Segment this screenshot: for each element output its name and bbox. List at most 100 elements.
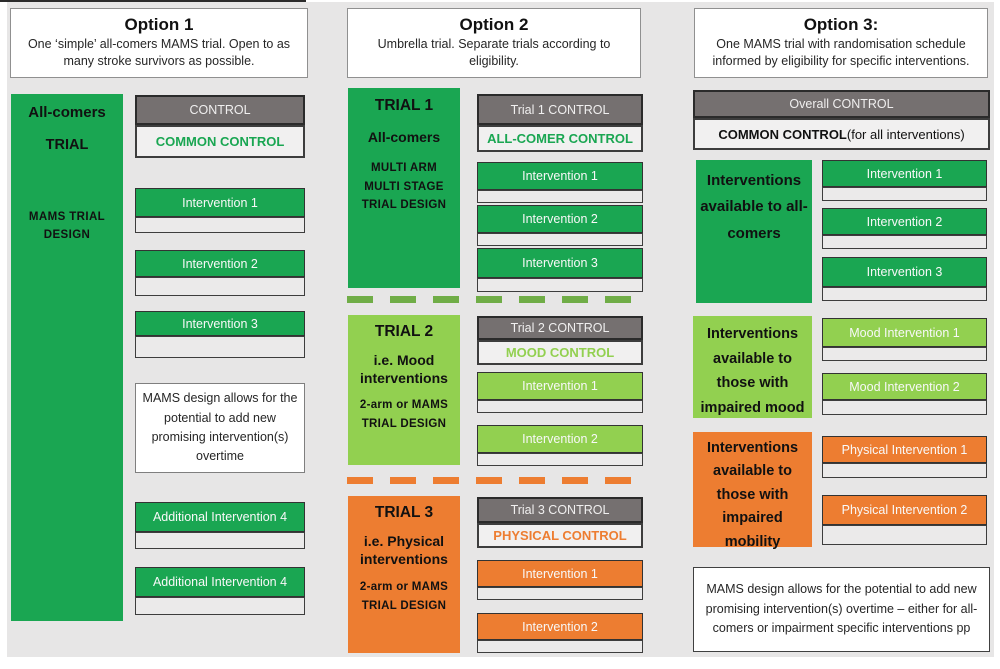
option2-trial1-intervention-3-slot	[477, 278, 643, 292]
option2-trial2-control-label: Trial 2 CONTROL	[510, 321, 610, 335]
option1-additional-intervention-2-label: Additional Intervention 4	[152, 575, 288, 589]
option2-trial2-intervention-2-slot	[477, 453, 643, 466]
option2-trial2-common-control-box: MOOD CONTROL	[477, 340, 643, 365]
option1-common-control-label: COMMON CONTROL	[155, 134, 285, 149]
option2-trial2-box: TRIAL 2 i.e. Mood interventions 2-arm or…	[348, 315, 460, 465]
option2-trial1-control-box: Trial 1 CONTROL	[477, 94, 643, 125]
option3-intervention-1-slot	[822, 187, 987, 201]
option2-trial3-control-label: Trial 3 CONTROL	[510, 503, 610, 517]
option3-title: Option 3:	[803, 15, 879, 34]
option1-intervention-1-label: Intervention 1	[182, 195, 258, 210]
option2-trial3-intervention-1: Intervention 1	[477, 560, 643, 587]
option2-trial2-intervention-1: Intervention 1	[477, 372, 643, 400]
option3-group-allcomers-label: Interventions available to all-comers	[700, 172, 808, 242]
option1-intervention-3-label: Intervention 3	[182, 316, 258, 331]
option3-physical-intervention-1: Physical Intervention 1	[822, 436, 987, 463]
option1-control-box: CONTROL	[135, 95, 305, 125]
option1-intervention-3-slot	[135, 336, 305, 358]
option2-trial1-control-label: Trial 1 CONTROL	[510, 102, 610, 117]
top-border-fragment	[0, 0, 306, 2]
option3-physical-intervention-1-label: Physical Intervention 1	[841, 442, 968, 457]
option1-intervention-2: Intervention 2	[135, 250, 305, 277]
option2-title: Option 2	[459, 15, 529, 34]
option3-intervention-2-label: Intervention 2	[866, 214, 943, 229]
divider-dashed-orange	[347, 477, 640, 484]
option1-note-text: MAMS design allows for the potential to …	[142, 391, 298, 464]
option3-mood-intervention-2-label: Mood Intervention 2	[849, 379, 960, 394]
option3-overall-control-box: Overall CONTROL	[693, 90, 990, 118]
option1-additional-intervention-1-label: Additional Intervention 4	[152, 510, 288, 524]
option3-note: MAMS design allows for the potential to …	[693, 567, 990, 652]
option3-intervention-1-label: Intervention 1	[866, 166, 943, 181]
option1-additional-intervention-2: Additional Intervention 4	[135, 567, 305, 597]
option2-trial1-design: MULTI ARM MULTI STAGE TRIAL DESIGN	[361, 162, 447, 211]
option3-common-control-rest: (for all interventions)	[846, 126, 965, 142]
option2-trial1-intervention-2-label: Intervention 2	[522, 212, 598, 226]
option2-trial1-intervention-1-label: Intervention 1	[522, 169, 598, 183]
option1-additional-intervention-1-slot	[135, 532, 305, 549]
option2-trial2-title: TRIAL 2	[374, 323, 434, 340]
option2-trial3-box: TRIAL 3 i.e. Physical interventions 2-ar…	[348, 496, 460, 653]
option1-subtitle: One ‘simple’ all-comers MAMS trial. Open…	[27, 37, 291, 69]
option1-intervention-1-slot	[135, 217, 305, 233]
option3-mood-intervention-2: Mood Intervention 2	[822, 373, 987, 400]
option1-intervention-2-label: Intervention 2	[182, 256, 258, 271]
option2-trial2-intervention-1-slot	[477, 400, 643, 413]
option1-group-line1: All-comers	[28, 104, 106, 121]
option2-trial3-common-control-box: PHYSICAL CONTROL	[477, 523, 643, 548]
option2-trial3-control-box: Trial 3 CONTROL	[477, 497, 643, 523]
option3-group-mood-label: Interventions available to those with im…	[700, 326, 805, 416]
option3-intervention-3-slot	[822, 287, 987, 301]
option3-group-allcomers: Interventions available to all-comers	[696, 160, 812, 303]
option2-trial1-intervention-3-label: Intervention 3	[522, 256, 598, 270]
option1-intervention-1: Intervention 1	[135, 188, 305, 217]
option3-physical-intervention-1-slot	[822, 463, 987, 478]
option3-common-control-bold: COMMON CONTROL	[718, 126, 847, 142]
option2-trial3-subtitle: i.e. Physical interventions	[360, 533, 448, 568]
option3-intervention-3-label: Intervention 3	[866, 265, 943, 279]
option2-trial2-control-box: Trial 2 CONTROL	[477, 316, 643, 340]
option2-subtitle: Umbrella trial. Separate trials accordin…	[377, 37, 611, 69]
option2-trial1-intervention-1-slot	[477, 190, 643, 203]
option2-trial1-intervention-2-slot	[477, 233, 643, 246]
option2-trial3-intervention-1-label: Intervention 1	[522, 566, 598, 581]
option2-trial2-common-control-label: MOOD CONTROL	[505, 345, 615, 360]
option2-trial3-intervention-2-label: Intervention 2	[522, 619, 598, 634]
option2-trial2-intervention-2-label: Intervention 2	[522, 432, 598, 446]
option2-trial3-intervention-2: Intervention 2	[477, 613, 643, 640]
option2-trial3-intervention-1-slot	[477, 587, 643, 600]
option2-trial1-box: TRIAL 1 All-comers MULTI ARM MULTI STAGE…	[348, 88, 460, 288]
option2-trial2-intervention-1-label: Intervention 1	[522, 379, 598, 393]
option3-intervention-1: Intervention 1	[822, 160, 987, 187]
option3-mood-intervention-1-slot	[822, 347, 987, 361]
option3-intervention-3: Intervention 3	[822, 257, 987, 287]
option2-trial1-intervention-3: Intervention 3	[477, 248, 643, 278]
option1-control-label: CONTROL	[189, 103, 251, 117]
option3-physical-intervention-2: Physical Intervention 2	[822, 495, 987, 525]
option3-mood-intervention-2-slot	[822, 400, 987, 415]
option2-trial2-intervention-2: Intervention 2	[477, 425, 643, 453]
option3-group-physical-label: Interventions available to those with im…	[706, 440, 799, 550]
option3-mood-intervention-1: Mood Intervention 1	[822, 318, 987, 347]
option2-header: Option 2 Umbrella trial. Separate trials…	[347, 8, 641, 78]
option3-common-control-box: COMMON CONTROL (for all interventions)	[693, 118, 990, 150]
option3-physical-intervention-2-slot	[822, 525, 987, 545]
option1-note: MAMS design allows for the potential to …	[135, 383, 305, 473]
option1-header: Option 1 One ‘simple’ all-comers MAMS tr…	[10, 8, 308, 78]
option1-additional-intervention-2-slot	[135, 597, 305, 615]
option2-trial3-design: 2-arm or MAMS TRIAL DESIGN	[359, 581, 449, 612]
option3-physical-intervention-2-label: Physical Intervention 2	[841, 503, 968, 517]
option1-common-control-box: COMMON CONTROL	[135, 125, 305, 158]
option2-trial1-title: TRIAL 1	[374, 97, 434, 114]
option3-group-mood: Interventions available to those with im…	[693, 316, 812, 418]
option2-trial1-common-control-box: ALL-COMER CONTROL	[477, 125, 643, 152]
option1-intervention-2-slot	[135, 277, 305, 296]
option3-overall-control-label: Overall CONTROL	[789, 97, 894, 111]
divider-dashed-green	[347, 296, 640, 303]
option3-header: Option 3: One MAMS trial with randomisat…	[694, 8, 988, 78]
option3-intervention-2: Intervention 2	[822, 208, 987, 235]
option2-trial3-intervention-2-slot	[477, 640, 643, 653]
option3-note-text: MAMS design allows for the potential to …	[705, 582, 978, 636]
option2-trial1-intervention-2: Intervention 2	[477, 205, 643, 233]
